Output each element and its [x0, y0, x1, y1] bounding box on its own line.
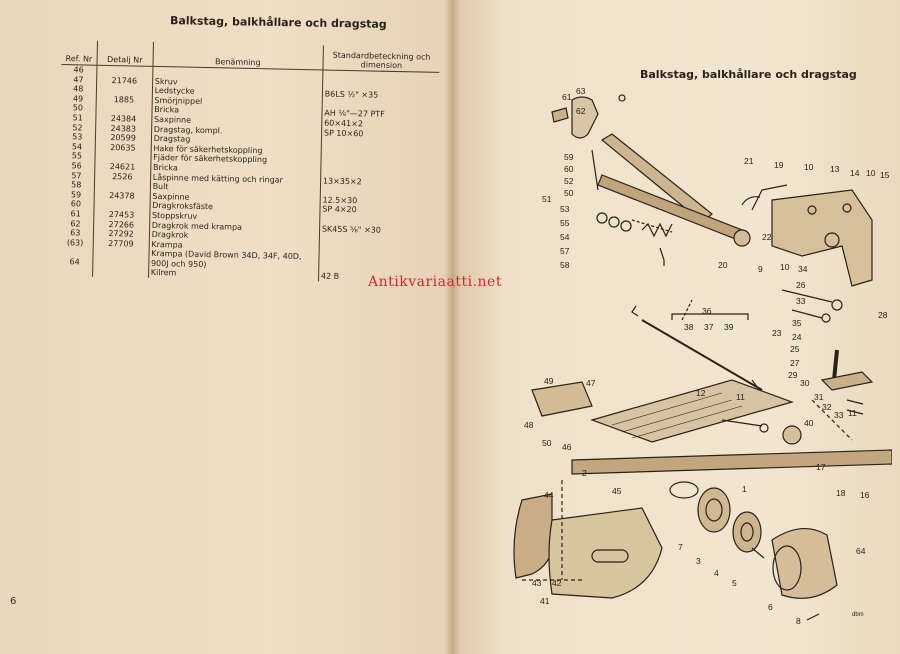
callout-32: 32 — [822, 402, 832, 412]
cell-ref — [57, 266, 93, 277]
header-ref: Ref. Nr — [61, 40, 98, 66]
callout-19: 19 — [774, 160, 784, 170]
corner-mark: dbm — [852, 612, 864, 618]
callout-9: 9 — [758, 264, 763, 274]
callout-54: 54 — [560, 232, 570, 242]
callout-14: 14 — [850, 168, 860, 178]
callout-60: 60 — [564, 164, 574, 174]
callout-15: 15 — [880, 170, 890, 180]
header-detail: Detalj Nr — [96, 40, 154, 67]
callout-17: 17 — [816, 462, 826, 472]
callout-labels: 61 63 62 59 60 52 50 51 53 55 54 57 58 2… — [524, 86, 890, 626]
callout-57: 57 — [560, 246, 570, 256]
callout-6: 6 — [768, 602, 773, 612]
callout-12: 12 — [696, 388, 706, 398]
callout-10c: 10 — [780, 262, 790, 272]
callout-31: 31 — [814, 392, 824, 402]
callout-20: 20 — [718, 260, 728, 270]
callout-18: 18 — [836, 488, 846, 498]
callout-49: 49 — [544, 376, 554, 386]
drawbar-hook-drawing — [551, 94, 626, 139]
callout-55: 55 — [560, 218, 570, 228]
callout-25: 25 — [790, 344, 800, 354]
callout-50b: 50 — [542, 438, 552, 448]
callout-52: 52 — [564, 176, 574, 186]
left-page: Balkstag, balkhållare och dragstag Ref. … — [0, 0, 452, 654]
callout-23: 23 — [772, 328, 782, 338]
callout-64: 64 — [856, 546, 866, 556]
callout-58: 58 — [560, 260, 570, 270]
callout-11b: 11 — [736, 392, 745, 402]
callout-59: 59 — [564, 152, 574, 162]
page-number: 6 — [10, 596, 17, 607]
belt-guard-drawing — [513, 493, 663, 599]
callout-36: 36 — [702, 306, 712, 316]
callout-29: 29 — [788, 370, 798, 380]
callout-38: 38 — [684, 322, 694, 332]
callout-53: 53 — [560, 204, 570, 214]
callout-63: 63 — [576, 86, 586, 96]
callout-45: 45 — [612, 486, 622, 496]
header-std: Standardbeteckning och dimension — [322, 45, 440, 73]
exploded-parts-diagram: 61 63 62 59 60 52 50 51 53 55 54 57 58 2… — [513, 86, 892, 626]
right-page-title: Balkstag, balkhållare och dragstag — [640, 68, 857, 81]
callout-39: 39 — [724, 322, 734, 332]
balk-bracket-drawing — [741, 184, 873, 287]
callout-1: 1 — [742, 484, 747, 494]
callout-7: 7 — [678, 542, 683, 552]
callout-30: 30 — [800, 378, 810, 388]
callout-37: 37 — [704, 322, 714, 332]
book-gutter — [444, 0, 460, 654]
callout-46: 46 — [562, 442, 572, 452]
callout-10a: 10 — [804, 162, 814, 172]
callout-28: 28 — [878, 310, 888, 320]
cell-ref: 46 — [61, 64, 97, 76]
callout-13: 13 — [830, 164, 840, 174]
watermark-text: Antikvariaatti.net — [368, 274, 502, 290]
callout-34: 34 — [798, 264, 808, 274]
balk-axle-drawing — [531, 379, 892, 475]
callout-51: 51 — [542, 194, 552, 204]
cell-detail — [92, 267, 149, 278]
callout-16: 16 — [860, 490, 870, 500]
left-page-title: Balkstag, balkhållare och dragstag — [169, 14, 387, 31]
callout-44: 44 — [544, 490, 554, 500]
callout-61: 61 — [562, 92, 572, 102]
callout-48: 48 — [524, 420, 534, 430]
callout-5: 5 — [732, 578, 737, 588]
callout-4: 4 — [714, 568, 719, 578]
callout-22: 22 — [762, 232, 772, 242]
bolts-drawing — [781, 289, 874, 415]
callout-40: 40 — [804, 418, 814, 428]
callout-11a: 11 — [848, 408, 857, 418]
callout-27: 27 — [790, 358, 800, 368]
callout-50: 50 — [564, 188, 574, 198]
drawbar-drawing — [591, 133, 751, 266]
callout-33a: 33 — [796, 296, 806, 306]
callout-21: 21 — [744, 156, 754, 166]
callout-42: 42 — [552, 578, 562, 588]
parts-table: Ref. Nr Detalj Nr Benämning Standardbete… — [57, 40, 440, 284]
callout-10b: 10 — [866, 168, 876, 178]
callout-41: 41 — [540, 596, 550, 606]
callout-33b: 33 — [834, 410, 844, 420]
callout-62: 62 — [576, 106, 586, 116]
bearings-drawing — [669, 481, 838, 621]
callout-3: 3 — [696, 556, 701, 566]
callout-24: 24 — [792, 332, 802, 342]
callout-35: 35 — [792, 318, 802, 328]
callout-26: 26 — [796, 280, 806, 290]
callout-43: 43 — [532, 578, 542, 588]
callout-2: 2 — [582, 468, 587, 478]
callout-47: 47 — [586, 378, 596, 388]
callout-8: 8 — [796, 616, 801, 626]
header-name: Benämning — [152, 41, 324, 70]
